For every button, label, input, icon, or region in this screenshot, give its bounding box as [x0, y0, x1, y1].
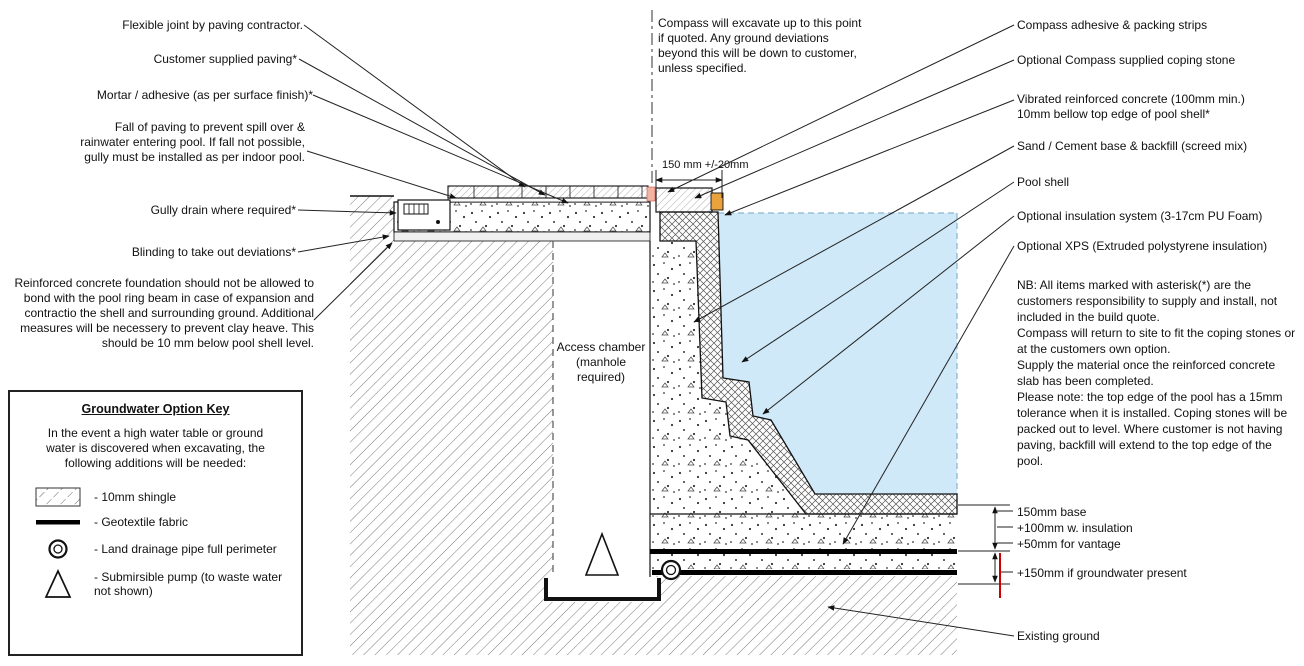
- base-note-vantage: +50mm for vantage: [1017, 537, 1121, 551]
- base-note-150mm: 150mm base: [1017, 505, 1087, 519]
- label-xps-insulation: Optional XPS (Extruded polystyrene insul…: [1017, 239, 1268, 253]
- label-existing-ground: Existing ground: [1017, 629, 1100, 643]
- access-chamber-label: Access chamber (manhole required): [556, 340, 646, 384]
- legend-item-drainage-pipe: - Land drainage pipe full perimeter: [34, 537, 293, 561]
- nb-note: NB: All items marked with asterisk(*) ar…: [1017, 278, 1296, 468]
- submersible-pump-triangle: [584, 531, 620, 576]
- legend-item-shingle: - 10mm shingle: [34, 487, 293, 507]
- blinding-layer: [393, 231, 651, 242]
- shingle-swatch-icon: [34, 487, 82, 507]
- label-vibrated-concrete: Vibrated reinforced concrete (100mm min.…: [1017, 92, 1245, 121]
- base-note-insulation: +100mm w. insulation: [1017, 521, 1133, 535]
- legend-item-geotextile: - Geotextile fabric: [34, 515, 293, 529]
- coping-stone: [655, 187, 713, 213]
- base-note-groundwater: +150mm if groundwater present: [1017, 566, 1187, 580]
- legend-item-pump: - Submirsible pump (to waste water not s…: [34, 569, 293, 599]
- access-chamber: [544, 531, 661, 602]
- leader-lines: [297, 24, 1015, 637]
- label-gully-drain: Gully drain where required*: [150, 203, 296, 217]
- label-foundation-note: Reinforced concrete foundation should no…: [14, 276, 314, 350]
- geotextile-lines: [650, 549, 957, 575]
- land-drainage-pipe: [660, 559, 682, 581]
- groundwater-option-key: Groundwater Option Key In the event a hi…: [8, 390, 303, 656]
- gully-drain: [397, 199, 451, 231]
- top-dimension-label: 150 mm +/-20mm: [662, 159, 749, 171]
- paving-strip: [447, 185, 649, 199]
- legend-intro: In the event a high water table or groun…: [46, 426, 265, 470]
- top-dimension: [655, 170, 723, 198]
- excavation-note: Compass will excavate up to this point i…: [658, 16, 862, 75]
- label-adhesive-packing-strips: Compass adhesive & packing strips: [1017, 18, 1208, 32]
- label-customer-paving: Customer supplied paving*: [153, 52, 297, 66]
- label-sand-cement-base: Sand / Cement base & backfill (screed mi…: [1017, 139, 1248, 153]
- label-blinding: Blinding to take out deviations*: [131, 245, 296, 259]
- ground-hatch: [350, 195, 957, 655]
- pool-shell: [659, 211, 958, 515]
- legend-item-label: - Geotextile fabric: [94, 515, 189, 529]
- drainage-pipe-circle-icon: [34, 537, 82, 561]
- flexible-joint: [646, 186, 656, 202]
- label-pool-shell: Pool shell: [1017, 175, 1070, 189]
- label-insulation-system: Optional insulation system (3-17cm PU Fo…: [1017, 209, 1263, 223]
- chamber-floor: [544, 578, 661, 601]
- label-fall-of-paving: Fall of paving to prevent spill over & r…: [80, 120, 305, 164]
- geotextile-line-icon: [34, 518, 82, 526]
- legend-title: Groundwater Option Key: [81, 402, 230, 416]
- legend-item-label: - 10mm shingle: [94, 490, 177, 504]
- base-dimensions: [958, 504, 1013, 585]
- packing-strip: [710, 192, 724, 211]
- legend-item-label: - Submirsible pump (to waste water not s…: [94, 570, 283, 598]
- mortar-layer: [447, 197, 649, 203]
- pool-water: [718, 212, 958, 494]
- legend-item-label: - Land drainage pipe full perimeter: [94, 542, 277, 556]
- label-coping-stone: Optional Compass supplied coping stone: [1017, 53, 1236, 67]
- backfill-and-base-layers: [649, 241, 957, 578]
- label-mortar-adhesive: Mortar / adhesive (as per surface finish…: [96, 88, 313, 102]
- submersible-pump-triangle-icon: [34, 569, 82, 599]
- label-flexible-joint: Flexible joint by paving contractor.: [122, 18, 303, 32]
